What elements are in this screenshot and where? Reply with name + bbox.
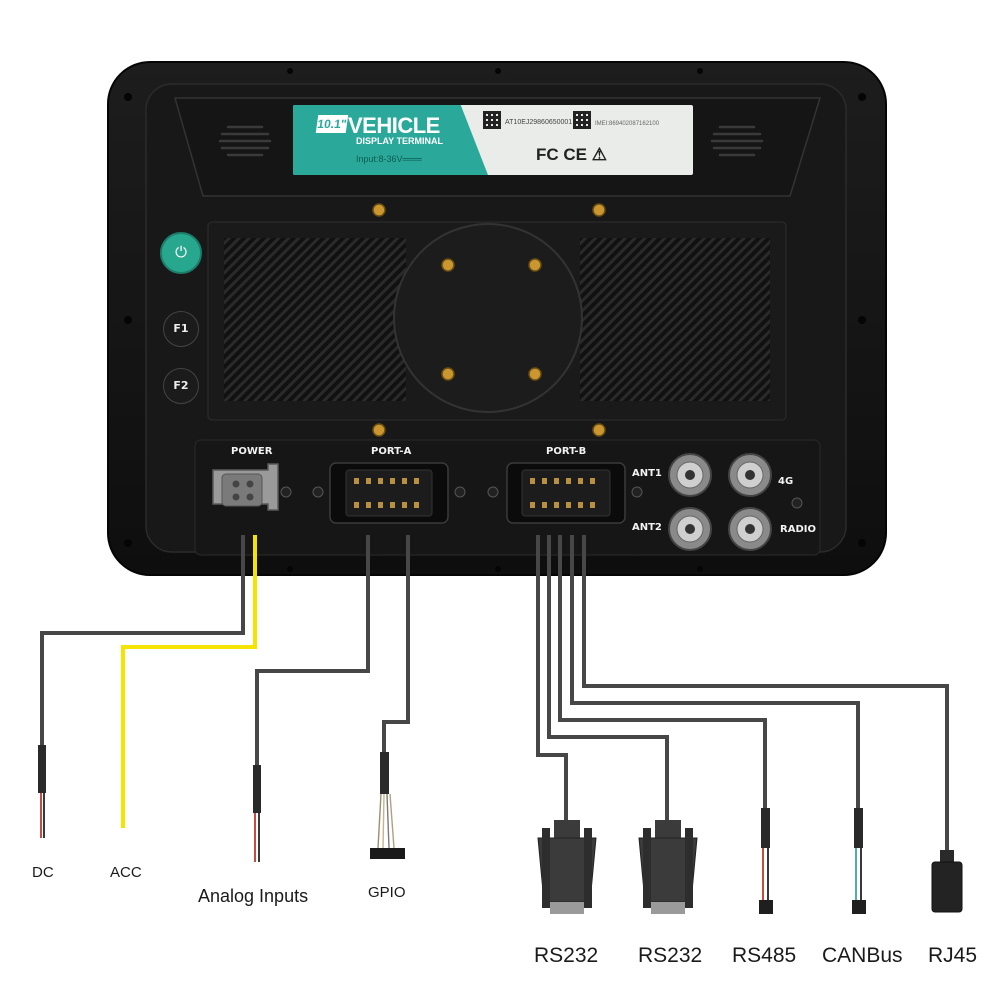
ant2-connector[interactable]	[668, 507, 712, 551]
dc-label: DC	[32, 864, 54, 881]
rs232-b-cable	[547, 535, 669, 832]
brand-input-voltage: Input:8-36V═══	[356, 154, 422, 164]
lte-connector[interactable]	[728, 453, 772, 497]
grille-right	[580, 238, 770, 401]
radio-connector[interactable]	[728, 507, 772, 551]
gpio-wires	[377, 793, 395, 849]
rs232-b-label: RS232	[638, 944, 703, 967]
edge-bolts	[124, 68, 866, 572]
rs485-sleeve	[761, 808, 770, 848]
acc-cable	[121, 535, 257, 828]
antenna-screw	[791, 497, 803, 509]
rj45-plug[interactable]	[931, 850, 963, 913]
ant1-label: ANT1	[632, 468, 662, 479]
power-connector[interactable]	[212, 463, 279, 511]
grille-left	[224, 238, 406, 401]
mount-screws	[372, 203, 606, 437]
lte-label: 4G	[778, 476, 794, 487]
f2-button[interactable]: F2	[163, 368, 199, 404]
qr-code-icon	[573, 111, 591, 129]
canbus-label: CANBus	[822, 944, 903, 967]
speaker-left	[218, 125, 272, 157]
rj45-label: RJ45	[928, 944, 978, 967]
brand-size: 10.1"	[315, 115, 349, 133]
dc-cable	[40, 535, 245, 760]
gpio-label: GPIO	[368, 884, 406, 901]
ant2-label: ANT2	[632, 522, 662, 533]
rs485-label: RS485	[732, 944, 797, 967]
imei-number: IMEI:869402087162100	[595, 121, 660, 127]
rs232-a-cable	[536, 535, 568, 832]
port-b-label: PORT-B	[546, 446, 587, 457]
radio-label: RADIO	[780, 524, 816, 535]
power-icon: ⏻	[175, 244, 187, 261]
port-a-screw-right	[454, 486, 466, 498]
port-b-screw-left	[487, 486, 499, 498]
serial-number: AT10EJ29860650001	[505, 119, 573, 126]
rs232-a-db9[interactable]	[537, 820, 597, 914]
port-a-connector[interactable]	[329, 462, 449, 524]
canbus-sleeve	[854, 808, 863, 848]
power-screw	[280, 486, 292, 498]
power-button[interactable]: ⏻	[160, 232, 202, 274]
brand-title: VEHICLE	[348, 113, 440, 138]
acc-label: ACC	[110, 864, 142, 881]
rj45-cable	[582, 535, 949, 850]
rs232-b-db9[interactable]	[638, 820, 698, 914]
certification-marks: FC CE ⚠	[536, 145, 607, 164]
qr-code-icon	[483, 111, 501, 129]
ant1-connector[interactable]	[668, 453, 712, 497]
gpio-header	[370, 848, 405, 859]
gpio-cable	[382, 535, 410, 752]
gpio-sleeve	[380, 752, 389, 794]
canbus-cable	[570, 535, 860, 808]
vesa-mount	[393, 223, 583, 413]
analog-inputs-label: Analog Inputs	[198, 886, 309, 906]
speaker-right	[710, 125, 764, 157]
analog-sleeve	[253, 765, 261, 813]
f1-button[interactable]: F1	[163, 311, 199, 347]
port-b-screw-right	[631, 486, 643, 498]
port-b-connector[interactable]	[506, 462, 626, 524]
port-a-label: PORT-A	[371, 446, 412, 457]
rs485-cable	[558, 535, 767, 808]
device-label-plate: 10.1" VEHICLE DISPLAY TERMINAL Input:8-3…	[293, 105, 693, 175]
port-a-screw-left	[312, 486, 324, 498]
brand-subtitle: DISPLAY TERMINAL	[356, 136, 444, 146]
power-port-label: POWER	[231, 446, 273, 457]
analog-cable	[255, 535, 370, 765]
rs485-plug	[759, 900, 773, 914]
canbus-plug	[852, 900, 866, 914]
rs232-a-label: RS232	[534, 944, 599, 967]
dc-sleeve	[38, 745, 46, 793]
